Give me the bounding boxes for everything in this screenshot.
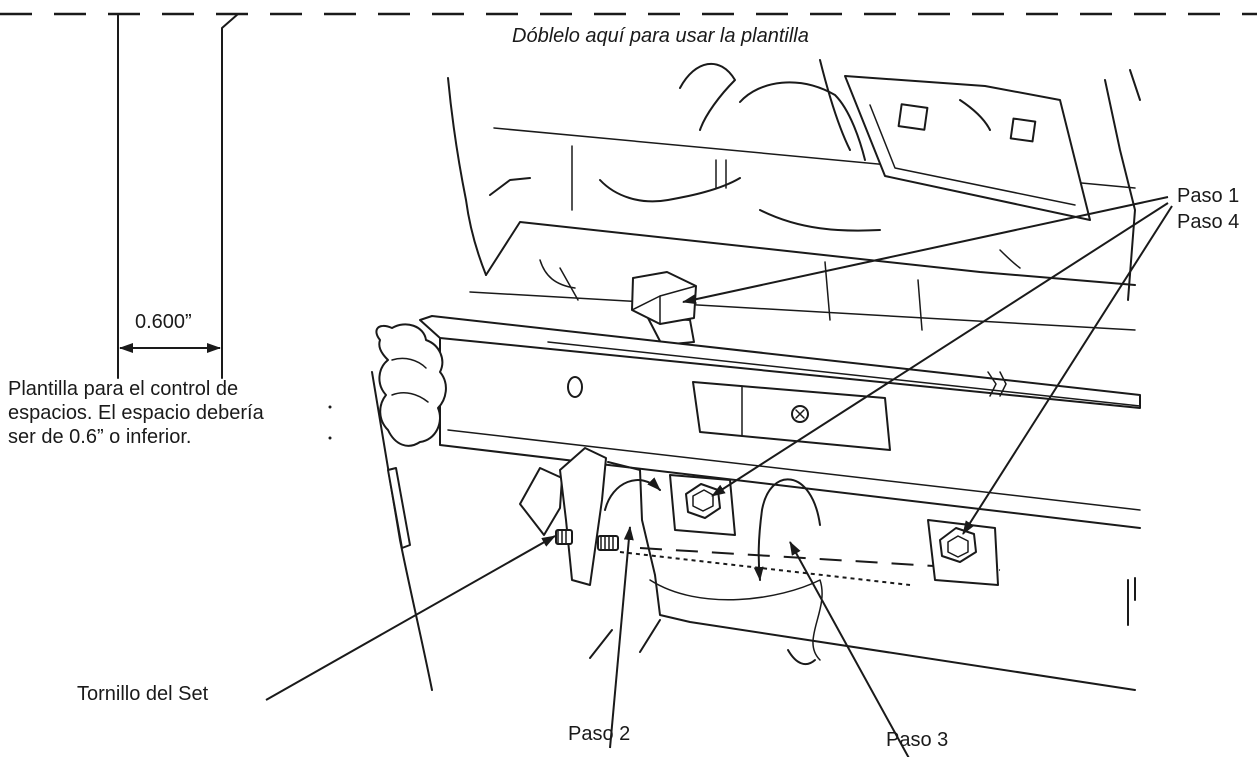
upper-hex-bolt (631, 271, 697, 346)
callout-paso-2: Paso 2 (568, 723, 631, 745)
leader-paso1-center-nut (711, 202, 1169, 497)
template-description-line-1: Plantilla para el control de (8, 378, 239, 400)
callout-paso-3: Paso 3 (886, 729, 949, 751)
set-screw-left (555, 529, 573, 545)
set-screw-right (597, 535, 619, 551)
template-description: Plantilla para el control de espacios. E… (8, 377, 264, 449)
lower-right-hex-nut (927, 519, 999, 586)
leader-lines (265, 196, 1173, 761)
template-description-line-2: espacios. El espacio debería (8, 402, 264, 424)
gap-template (117, 13, 332, 440)
dimension-label: 0.600” (135, 311, 192, 333)
upper-housing (447, 59, 1141, 301)
leader-tornillo (265, 535, 556, 701)
callout-tornillo-del-set: Tornillo del Set (77, 683, 209, 705)
main-rail (419, 315, 1141, 529)
leader-paso2 (609, 526, 634, 749)
mid-plate (469, 221, 1136, 331)
lower-bracket (519, 447, 1136, 691)
leader-paso3 (789, 541, 911, 761)
callout-paso-1: Paso 1 (1177, 185, 1240, 207)
fold-instruction: Dóblelo aquí para usar la plantilla (512, 25, 809, 47)
adjustment-knob (375, 323, 447, 447)
template-description-line-3: ser de 0.6” o inferior. (8, 426, 192, 448)
lower-center-hex-nut (669, 474, 736, 536)
leader-paso1-upper-bolt (682, 196, 1169, 305)
left-support-rod (371, 371, 433, 691)
rotation-arc-paso3 (753, 478, 821, 581)
rotation-arc-paso2 (604, 477, 661, 511)
callout-paso-4: Paso 4 (1177, 211, 1240, 233)
leader-paso1-right-nut (962, 205, 1173, 535)
